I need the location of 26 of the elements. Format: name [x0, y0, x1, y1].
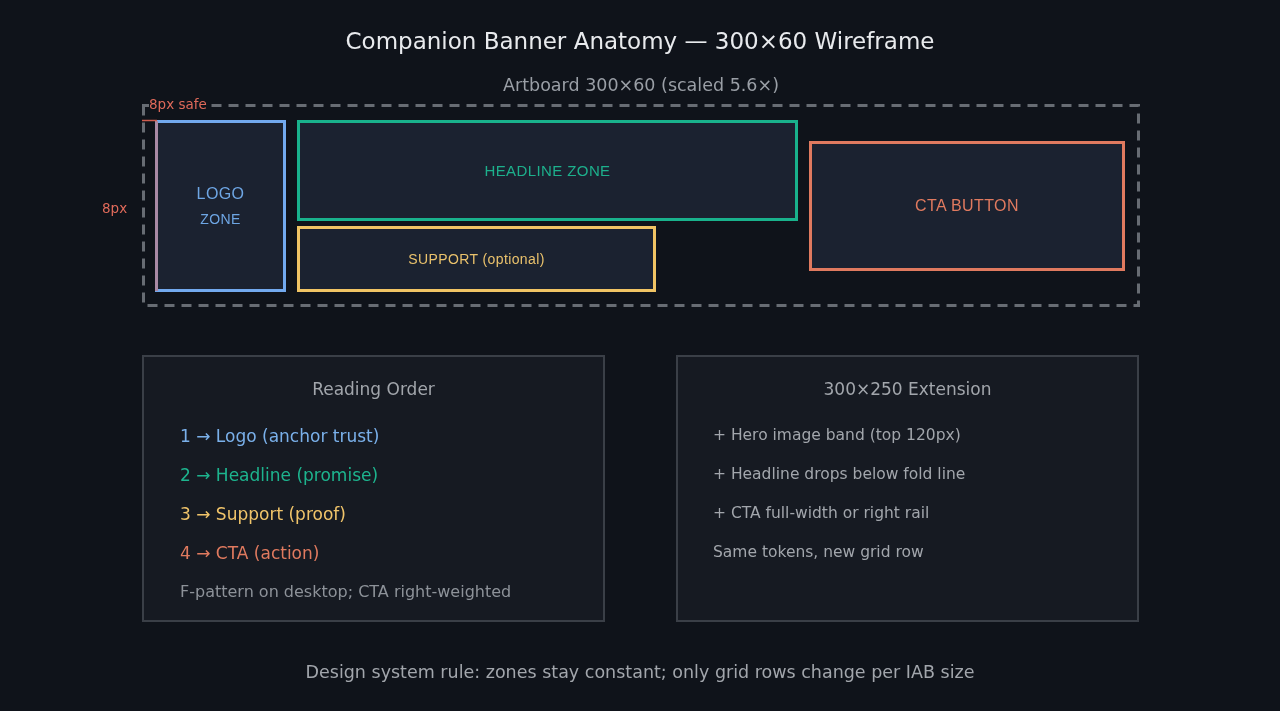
list-item: 1 → Logo (anchor trust): [180, 426, 380, 448]
layout-zone: [155, 120, 286, 292]
layout-zone: [297, 120, 798, 221]
panel-heading: 300×250 Extension: [823, 379, 992, 401]
list-item: + Headline drops below fold line: [713, 465, 966, 485]
zone-label: ZONE: [200, 211, 241, 228]
list-item: + CTA full-width or right rail: [713, 504, 930, 524]
list-item: 4 → CTA (action): [180, 543, 320, 565]
layout-zone: [297, 226, 656, 292]
panel-note: F-pattern on desktop; CTA right-weighted: [180, 582, 512, 602]
zone-label: SUPPORT (optional): [408, 250, 545, 268]
zone-label: HEADLINE ZONE: [484, 161, 611, 180]
caption: Design system rule: zones stay constant; only grid rows change per IAB size: [305, 662, 975, 684]
layout-zone: [809, 141, 1125, 271]
diagram-title: Companion Banner Anatomy — 300×60 Wireframe: [345, 27, 935, 56]
list-item: 3 → Support (proof): [180, 504, 346, 526]
zone-label: CTA BUTTON: [915, 196, 1019, 216]
dimension-label: 8px: [102, 200, 128, 217]
list-item: Same tokens, new grid row: [713, 543, 924, 563]
panel-heading: Reading Order: [312, 379, 435, 401]
info-panel: [676, 355, 1139, 622]
info-panel: [142, 355, 605, 622]
list-item: 2 → Headline (promise): [180, 465, 379, 487]
zone-label: LOGO: [196, 184, 245, 204]
list-item: + Hero image band (top 120px): [713, 426, 961, 446]
artboard-heading: Artboard 300×60 (scaled 5.6×): [503, 75, 779, 97]
